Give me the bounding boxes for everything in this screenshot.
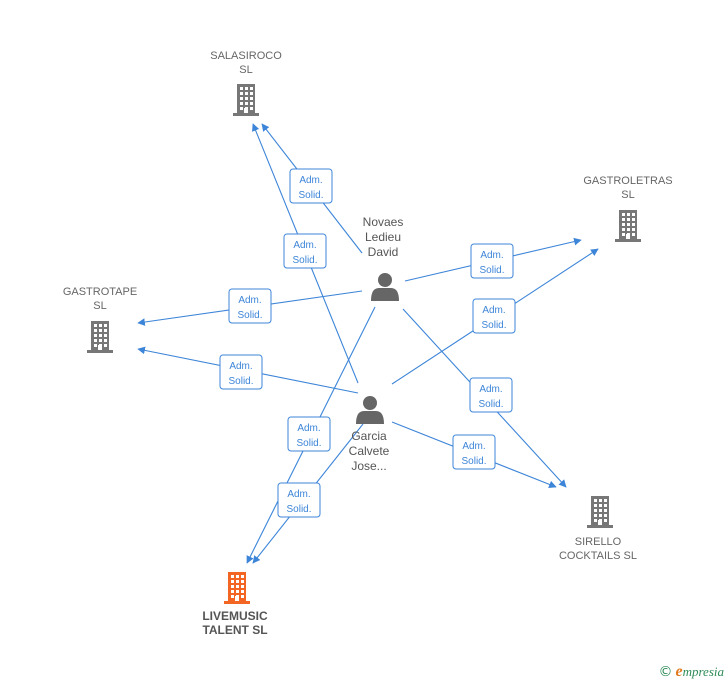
person-name-line: David xyxy=(368,245,399,259)
person-icon xyxy=(371,273,399,301)
relation-label-garcia-gastrotape[interactable]: Adm. Solid. xyxy=(219,354,263,390)
company-node-gastroletras[interactable]: GASTROLETRAS SL xyxy=(583,175,673,242)
relation-label-box xyxy=(277,482,321,518)
relation-label-box xyxy=(283,233,327,269)
building-icon xyxy=(87,321,113,353)
relation-label-line: Solid. xyxy=(296,438,321,449)
relation-label-line: Adm. xyxy=(479,384,502,395)
person-name-line: Calvete xyxy=(349,444,390,458)
relation-label-novaes-sirello[interactable]: Adm. Solid. xyxy=(469,377,513,413)
building-icon xyxy=(587,496,613,528)
empresia-logo-initial: e xyxy=(675,663,683,680)
relation-label-box xyxy=(287,416,331,452)
relation-label-line: Adm. xyxy=(480,250,503,261)
relation-label-novaes-gastrotape[interactable]: Adm. Solid. xyxy=(228,288,272,324)
company-name-line: SL xyxy=(93,300,106,312)
relation-label-line: Solid. xyxy=(461,456,486,467)
relation-label-line: Solid. xyxy=(237,310,262,321)
relation-label-line: Solid. xyxy=(481,320,506,331)
relation-label-box xyxy=(470,243,514,279)
person-name-line: Novaes xyxy=(363,215,404,229)
copyright-icon: © xyxy=(658,664,673,680)
relation-label-line: Solid. xyxy=(298,190,323,201)
person-name-line: Ledieu xyxy=(365,230,401,244)
company-name-line: TALENT SL xyxy=(202,623,267,637)
building-icon xyxy=(224,572,250,604)
relation-label-line: Adm. xyxy=(293,240,316,251)
company-name-line: COCKTAILS SL xyxy=(559,550,637,562)
relation-label-garcia-livemusic[interactable]: Adm. Solid. xyxy=(277,482,321,518)
relation-label-line: Adm. xyxy=(238,295,261,306)
relation-label-box xyxy=(469,377,513,413)
relation-label-line: Adm. xyxy=(482,305,505,316)
person-icon xyxy=(356,396,384,424)
nodes-layer: SALASIROCO SL GASTROLETRAS SL GASTROTAPE SL SI… xyxy=(63,50,673,637)
relation-label-novaes-salasiroco[interactable]: Adm. Solid. xyxy=(289,168,333,204)
company-name-line: SL xyxy=(239,64,252,76)
relation-label-garcia-sirello[interactable]: Adm. Solid. xyxy=(452,434,496,470)
building-icon xyxy=(615,210,641,242)
company-node-salasiroco[interactable]: SALASIROCO SL xyxy=(210,50,282,116)
relation-label-novaes-livemusic[interactable]: Adm. Solid. xyxy=(287,416,331,452)
relation-label-line: Solid. xyxy=(228,376,253,387)
relation-label-line: Solid. xyxy=(292,255,317,266)
relation-label-box xyxy=(219,354,263,390)
edge-labels-layer: Adm. Solid. Adm. Solid. Adm. Solid. Adm. Solid.… xyxy=(219,168,516,518)
building-icon xyxy=(233,84,259,116)
person-name-line: Jose... xyxy=(351,459,386,473)
edges-layer xyxy=(137,123,599,564)
company-name-line: GASTROTAPE xyxy=(63,286,137,298)
relation-label-novaes-gastroletras[interactable]: Adm. Solid. xyxy=(470,243,514,279)
person-node-garcia[interactable]: GarciaCalveteJose... xyxy=(349,396,390,473)
company-name-line: SL xyxy=(621,189,634,201)
company-node-gastrotape[interactable]: GASTROTAPE SL xyxy=(63,286,137,353)
brand-footer: ©empresia xyxy=(658,663,724,681)
relation-label-garcia-gastroletras[interactable]: Adm. Solid. xyxy=(472,298,516,334)
relation-label-box xyxy=(289,168,333,204)
relation-label-line: Adm. xyxy=(299,175,322,186)
relation-label-garcia-salasiroco[interactable]: Adm. Solid. xyxy=(283,233,327,269)
relation-label-line: Adm. xyxy=(297,423,320,434)
company-name-line: SALASIROCO xyxy=(210,50,282,62)
person-name-line: Garcia xyxy=(351,429,387,443)
relation-label-line: Adm. xyxy=(462,441,485,452)
relation-label-box xyxy=(228,288,272,324)
relation-label-line: Solid. xyxy=(479,265,504,276)
relation-label-line: Solid. xyxy=(286,504,311,515)
relation-label-box xyxy=(472,298,516,334)
relation-label-line: Adm. xyxy=(229,361,252,372)
relation-label-line: Solid. xyxy=(478,399,503,410)
relation-label-box xyxy=(452,434,496,470)
company-name-line: SIRELLO xyxy=(575,536,622,548)
company-name-line: GASTROLETRAS xyxy=(583,175,672,187)
empresia-logo-text: mpresia xyxy=(682,664,724,679)
company-name-line: LIVEMUSIC xyxy=(202,609,268,623)
company-node-sirello[interactable]: SIRELLO COCKTAILS SL xyxy=(559,496,637,562)
relation-label-line: Adm. xyxy=(287,489,310,500)
